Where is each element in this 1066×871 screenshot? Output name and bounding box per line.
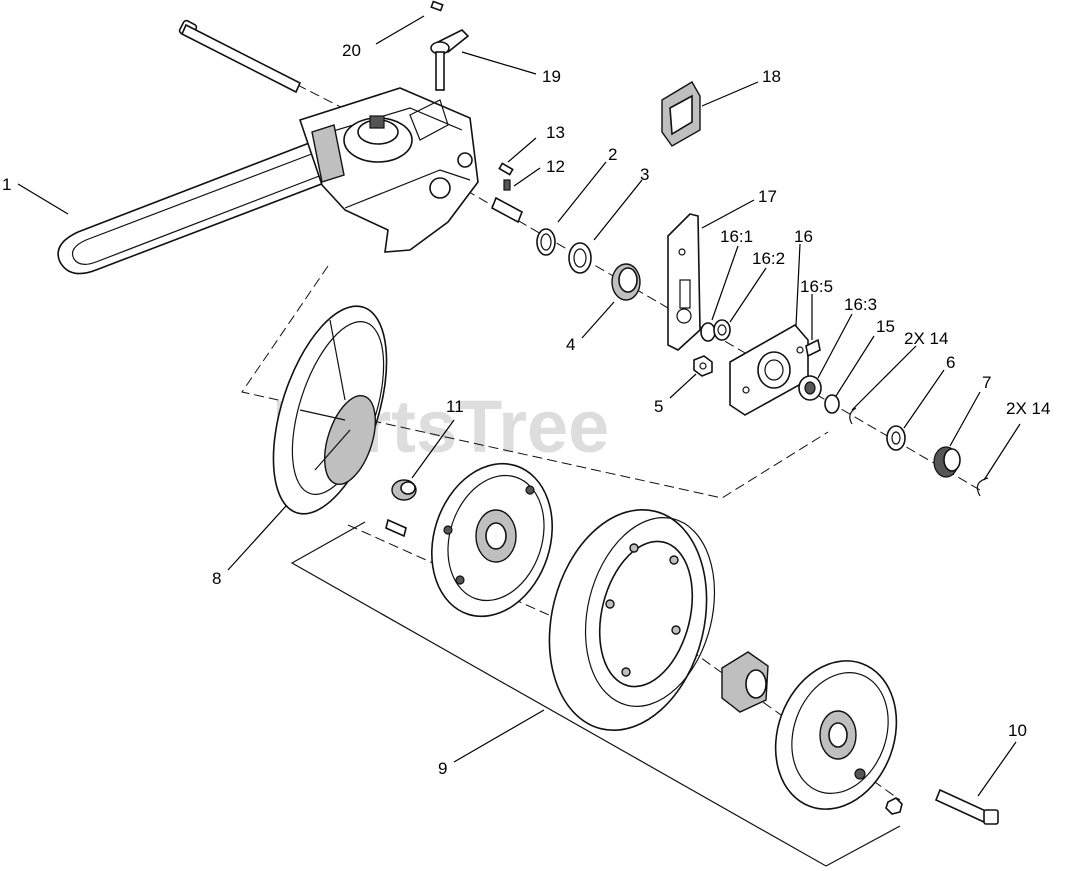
part-17-bracket bbox=[667, 213, 701, 351]
part-18-grip bbox=[661, 81, 701, 147]
callout-2x14-lower: 2X 14 bbox=[1006, 399, 1050, 418]
part-16-3-bearing bbox=[798, 375, 822, 401]
callout-1: 1 bbox=[2, 175, 11, 194]
callout-6: 6 bbox=[946, 353, 955, 372]
part-6-washer bbox=[886, 425, 906, 451]
callout-7: 7 bbox=[982, 373, 991, 392]
callout-4: 4 bbox=[566, 335, 575, 354]
callout-18: 18 bbox=[762, 67, 781, 86]
part-3-washer bbox=[568, 242, 592, 274]
callout-16: 16 bbox=[794, 227, 813, 246]
callout-10: 10 bbox=[1008, 721, 1027, 740]
callout-20: 20 bbox=[342, 41, 361, 60]
callout-16-2: 16:2 bbox=[752, 249, 785, 268]
part-2-snap-ring bbox=[536, 228, 556, 256]
part-10-axle-bolt bbox=[885, 788, 999, 825]
outer-wheel-hub bbox=[774, 660, 898, 810]
part-16-2-bearing bbox=[713, 319, 731, 341]
callout-12: 12 bbox=[546, 157, 565, 176]
part-19-shift-lever bbox=[430, 29, 470, 91]
callout-19: 19 bbox=[542, 67, 561, 86]
part-16-5-fitting bbox=[805, 338, 821, 358]
callout-5: 5 bbox=[654, 397, 663, 416]
callout-16-1: 16:1 bbox=[720, 227, 753, 246]
tire bbox=[548, 508, 716, 732]
bolt-small bbox=[385, 518, 407, 538]
part-15-washer bbox=[824, 394, 840, 414]
leader-lines bbox=[17, 15, 1021, 797]
part-5-nut bbox=[693, 355, 713, 377]
part-12-13-pin-key bbox=[490, 162, 524, 224]
callout-16-5: 16:5 bbox=[800, 277, 833, 296]
callout-16-3: 16:3 bbox=[844, 295, 877, 314]
part-14-clip-a bbox=[849, 407, 857, 425]
part-8-hubcap bbox=[272, 305, 388, 515]
callout-labels: 1 20 19 13 12 2 3 4 18 17 16:1 16 16:2 1… bbox=[2, 41, 1050, 778]
part-20-shaft bbox=[178, 0, 444, 94]
transmission-housing bbox=[298, 87, 479, 253]
callout-9: 9 bbox=[438, 759, 447, 778]
callout-17: 17 bbox=[758, 187, 777, 206]
part-7-pinion-gear bbox=[933, 446, 961, 478]
callout-15: 15 bbox=[876, 317, 895, 336]
part-1-drive-belt bbox=[57, 133, 347, 275]
callout-2: 2 bbox=[608, 145, 617, 164]
callout-8: 8 bbox=[212, 569, 221, 588]
wheel-drive-gear bbox=[721, 651, 769, 713]
callout-13: 13 bbox=[546, 123, 565, 142]
callout-2x14-upper: 2X 14 bbox=[904, 329, 948, 348]
part-11-spacer bbox=[391, 479, 417, 501]
part-16-1-bearing bbox=[700, 322, 716, 342]
inner-wheel-hub bbox=[431, 462, 553, 618]
part-14-clip-b bbox=[976, 477, 989, 497]
callout-11: 11 bbox=[446, 397, 464, 416]
part-16-mount-plate bbox=[729, 323, 809, 416]
part-4-bushing bbox=[611, 263, 641, 301]
callout-3: 3 bbox=[640, 165, 649, 184]
